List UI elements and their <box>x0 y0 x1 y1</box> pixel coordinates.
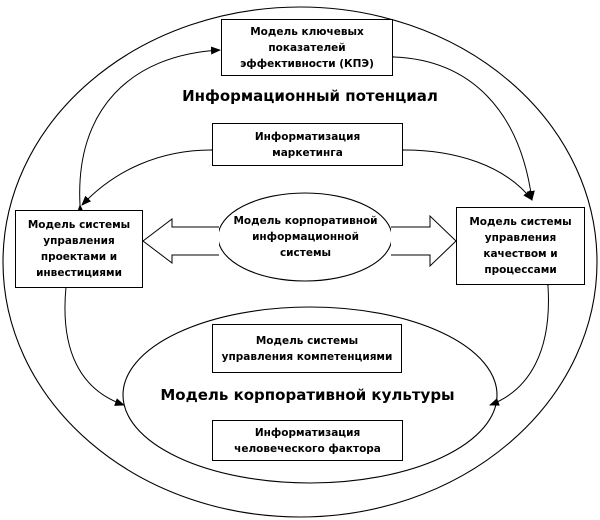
outer-ellipse <box>2 6 598 518</box>
marketing-label: Информатизация маркетинга <box>254 130 361 159</box>
marketing-box: Информатизация маркетинга <box>212 123 403 166</box>
block-arrow-right <box>391 214 457 268</box>
quality-processes-box: Модель системы управления качеством и пр… <box>456 207 585 285</box>
human-factor-label: Информатизация человеческого фактора <box>234 426 381 455</box>
arrow-left-culture <box>62 277 125 406</box>
arrow-kpi-right <box>384 52 535 201</box>
kpi-model-label: Модель ключевых показателей эффективност… <box>240 25 374 70</box>
arrow-marketing-left <box>81 145 221 206</box>
outer-title: Информационный потенциал <box>182 87 438 105</box>
quality-processes-label: Модель системы управления качеством и пр… <box>469 216 572 276</box>
culture-title: Модель корпоративной культуры <box>160 386 455 404</box>
competencies-box: Модель системы управления компетенциями <box>212 324 402 373</box>
center-ellipse-label: Модель корпоративной информационной сист… <box>233 200 378 274</box>
arrow-kpi-left <box>76 46 221 215</box>
kpi-model-box: Модель ключевых показателей эффективност… <box>221 19 393 76</box>
projects-investments-box: Модель системы управления проектами и ин… <box>15 210 143 288</box>
center-ellipse-text: Модель корпоративной информационной сист… <box>233 215 378 259</box>
arrow-right-culture <box>489 276 552 406</box>
block-arrow-left <box>142 217 219 265</box>
projects-investments-label: Модель системы управления проектами и ин… <box>27 219 131 279</box>
human-factor-box: Информатизация человеческого фактора <box>212 420 403 461</box>
arrow-marketing-right <box>394 145 533 201</box>
competencies-label: Модель системы управления компетенциями <box>221 334 393 363</box>
